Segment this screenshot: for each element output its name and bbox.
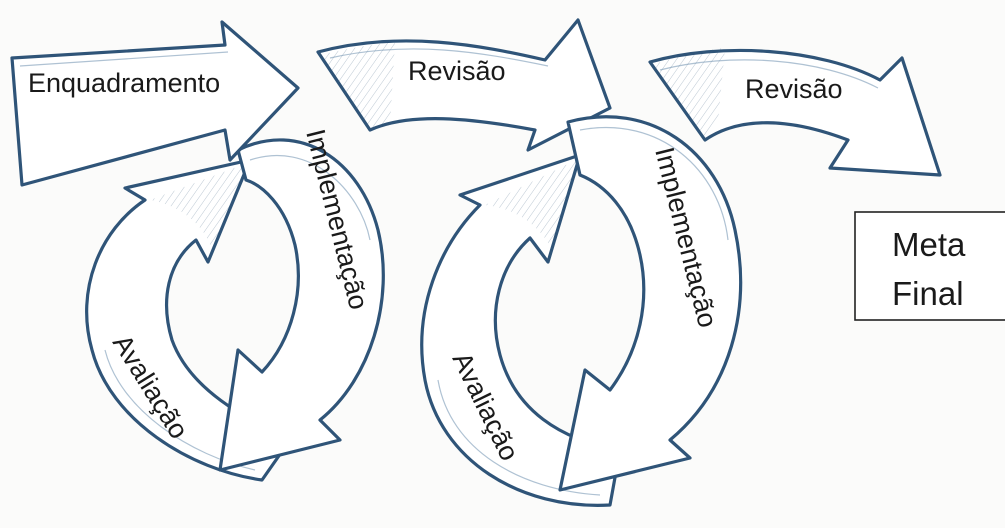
final-goal-box: Meta Final: [854, 211, 1005, 321]
implementation-arrow-1: [218, 138, 385, 472]
review-label-2: Revisão: [745, 74, 843, 104]
evaluation-arrow-2: [420, 153, 622, 507]
framing-arrow: [10, 20, 300, 187]
final-goal-line-1: Meta: [892, 226, 966, 263]
implementation-arrow-2: [558, 115, 743, 492]
review-arrow-2: [648, 48, 942, 177]
final-goal-line-2: Final: [892, 275, 964, 312]
framing-label: Enquadramento: [28, 68, 220, 98]
review-arrow-1: [316, 18, 612, 152]
review-label-1: Revisão: [408, 56, 506, 86]
